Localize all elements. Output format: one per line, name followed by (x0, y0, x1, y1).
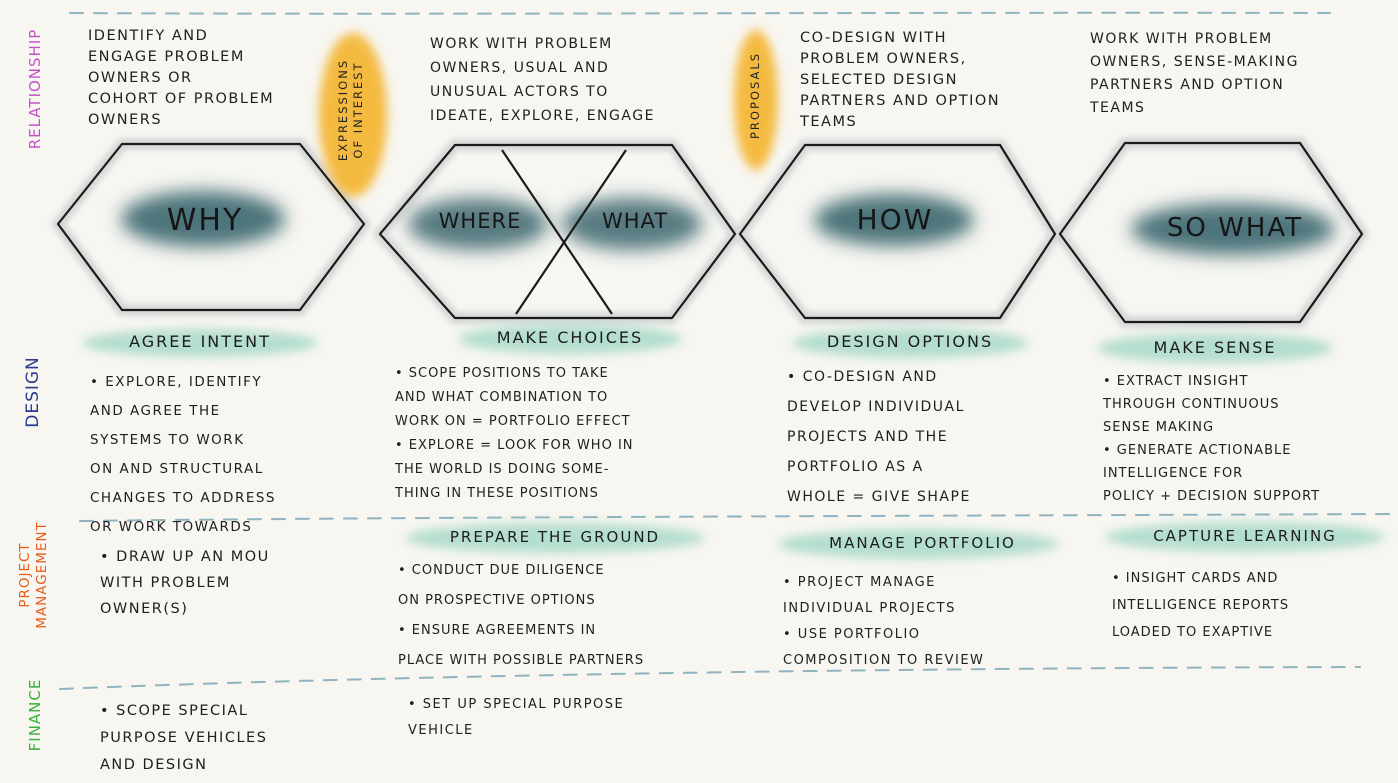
relationship-note-why: IDENTIFY AND ENGAGE PROBLEM OWNERS OR CO… (88, 28, 275, 128)
pm-heading-prepare-ground: PREPARE THE GROUND (449, 528, 661, 546)
separator-pm-finance (59, 666, 1361, 690)
pm-body-prepare-ground: • CONDUCT DUE DILIGENCE ON PROSPECTIVE O… (398, 563, 645, 668)
separator-design-pm (79, 513, 1396, 522)
hexagon-label-how: HOW (856, 203, 934, 236)
hexagon-outlines (56, 141, 1364, 324)
hexagon-label-why: WHY (166, 203, 244, 238)
design-heading-agree-intent: AGREE INTENT (129, 332, 271, 351)
hexagon-label-what: WHAT (601, 209, 669, 233)
hexagon-label-where: WHERE (438, 209, 522, 233)
mint-bands (82, 324, 1385, 559)
pm-body-manage-portfolio: • PROJECT MANAGE INDIVIDUAL PROJECTS • U… (783, 575, 985, 668)
row-label-design: DESIGN (23, 356, 43, 428)
row-label-project-management: PROJECT MANAGEMENT (17, 521, 50, 629)
finance-body-setup-spv: • SET UP SPECIAL PURPOSE VEHICLE (408, 697, 625, 738)
tag-expressions-of-interest: EXPRESSIONS OF INTEREST (336, 58, 365, 162)
row-label-relationship: RELATIONSHIP (26, 28, 44, 150)
row-label-finance: FINANCE (26, 678, 44, 752)
design-heading-make-choices: MAKE CHOICES (496, 328, 644, 347)
design-heading-make-sense: MAKE SENSE (1153, 338, 1277, 357)
design-body-make-sense: • EXTRACT INSIGHT THROUGH CONTINUOUS SEN… (1103, 374, 1321, 504)
hexagon-why (56, 142, 366, 312)
finance-body-scope-spv: • SCOPE SPECIAL PURPOSE VEHICLES AND DES… (100, 703, 268, 773)
pm-body-capture-learning: • INSIGHT CARDS AND INTELLIGENCE REPORTS… (1112, 571, 1290, 640)
hexagon-label-so-what: SO WHAT (1166, 213, 1304, 243)
hexagon-how (738, 143, 1057, 320)
separator-top (69, 11, 1331, 15)
relationship-note-how: CO-DESIGN WITH PROBLEM OWNERS, SELECTED … (800, 30, 1001, 130)
where-what-cross-1 (501, 149, 613, 315)
design-body-make-choices: • SCOPE POSITIONS TO TAKE AND WHAT COMBI… (395, 366, 634, 501)
where-what-cross-2 (515, 149, 627, 315)
design-body-agree-intent: • EXPLORE, IDENTIFY AND AGREE THE SYSTEM… (90, 374, 277, 535)
pm-heading-capture-learning: CAPTURE LEARNING (1153, 527, 1337, 545)
pm-heading-manage-portfolio: MANAGE PORTFOLIO (829, 534, 1016, 552)
design-heading-design-options: DESIGN OPTIONS (826, 332, 994, 351)
relationship-note-so-what: WORK WITH PROBLEM OWNERS, SENSE-MAKING P… (1090, 31, 1299, 116)
hexagon-washes (121, 191, 1335, 255)
pm-body-mou: • DRAW UP AN MOU WITH PROBLEM OWNER(S) (100, 549, 270, 617)
tag-proposals: PROPOSALS (748, 51, 762, 139)
hexagon-so-what (1058, 141, 1364, 324)
tag-washes (319, 30, 778, 197)
row-separators (59, 11, 1396, 690)
relationship-note-where-what: WORK WITH PROBLEM OWNERS, USUAL AND UNUS… (430, 36, 655, 124)
hexagon-where-what (378, 143, 737, 320)
design-body-design-options: • CO-DESIGN AND DEVELOP INDIVIDUAL PROJE… (787, 369, 971, 505)
